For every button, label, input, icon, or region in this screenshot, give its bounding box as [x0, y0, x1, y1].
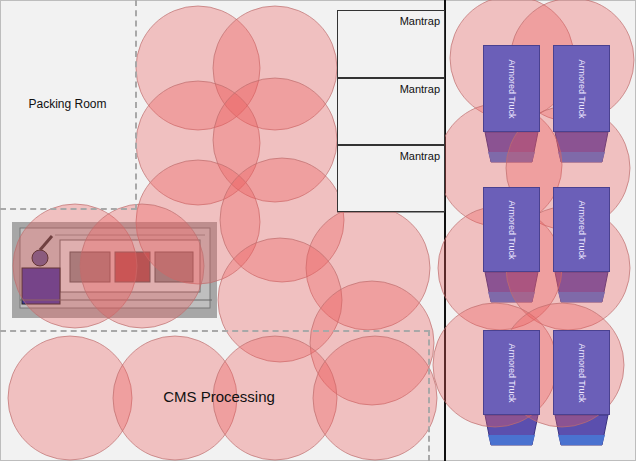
truck-label: Armored Truck: [506, 334, 516, 411]
area-region: CMS Processing: [0, 330, 430, 461]
armored-truck: Armored Truck: [553, 187, 610, 272]
armored-truck: Armored Truck: [483, 45, 540, 132]
coverage-circle: [80, 204, 204, 328]
truck-label: Armored Truck: [576, 334, 586, 411]
room-label: Mantrap: [338, 150, 440, 162]
mantrap-room: Mantrap: [337, 78, 445, 145]
area-label: CMS Processing: [163, 388, 275, 405]
truck-label: Armored Truck: [576, 49, 586, 128]
truck-label: Armored Truck: [506, 191, 516, 268]
mantrap-room: Mantrap: [337, 10, 445, 78]
truck-label: Armored Truck: [506, 49, 516, 128]
area-label: Packing Room: [28, 97, 106, 111]
truck-label: Armored Truck: [576, 191, 586, 268]
area-region: Packing Room: [0, 0, 137, 210]
room-label: Mantrap: [338, 83, 440, 95]
camera-coverage: [8, 0, 634, 460]
armored-truck: Armored Truck: [483, 330, 540, 415]
coverage-circle: [313, 336, 437, 460]
armored-truck: Armored Truck: [483, 187, 540, 272]
mantrap-room: Mantrap: [337, 145, 445, 212]
armored-truck: Armored Truck: [553, 330, 610, 415]
armored-truck: Armored Truck: [553, 45, 610, 132]
room-label: Mantrap: [338, 15, 440, 27]
